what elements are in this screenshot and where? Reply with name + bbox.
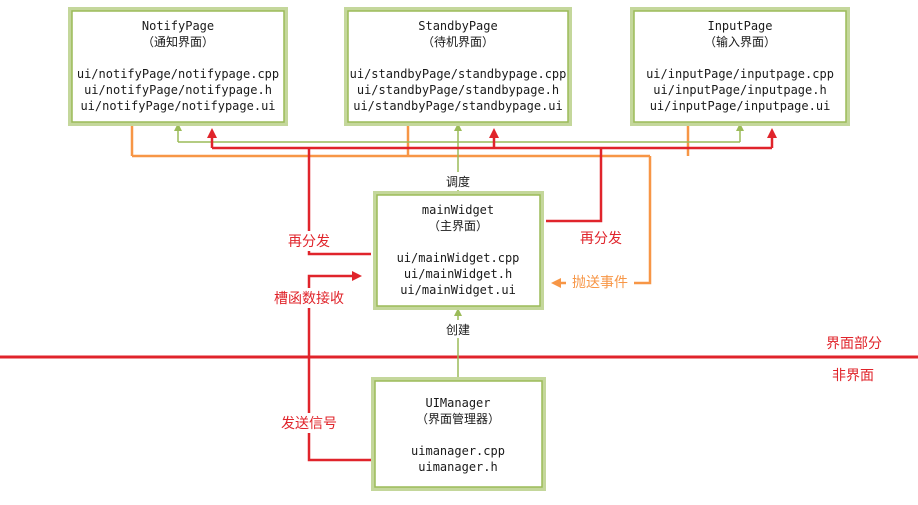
input-page-title: InputPage [707, 19, 772, 33]
ui-manager-subtitle: （界面管理器） [416, 411, 500, 426]
standby-page-subtitle: （待机界面） [422, 35, 494, 49]
notify-page-box[interactable]: NotifyPage （通知界面） ui/notifyPage/notifypa… [68, 7, 288, 126]
notify-page-title: NotifyPage [142, 19, 214, 33]
dispatch-label: 调度 [446, 174, 470, 189]
throw-event-label: 抛送事件 [572, 275, 628, 291]
slot-receive-label-bg [266, 288, 352, 308]
notify-page-subtitle: （通知界面） [142, 35, 214, 49]
red-connectors [207, 128, 777, 462]
notify-page-file-h: ui/notifyPage/notifypage.h [84, 83, 272, 97]
main-widget-file-ui: ui/mainWidget.ui [400, 283, 516, 297]
standby-page-border [347, 10, 569, 123]
ui-manager-file-cpp: uimanager.cpp [411, 444, 505, 458]
create-label: 创建 [446, 323, 470, 337]
redistribute-right-label-bg [572, 228, 632, 248]
orange-line-down [551, 156, 652, 288]
non-ui-label: 非界面 [832, 368, 874, 384]
notify-page-file-ui: ui/notifyPage/notifypage.ui [80, 99, 275, 113]
standby-page-title: StandbyPage [418, 19, 497, 33]
notify-page-border [71, 10, 285, 123]
input-page-subtitle: （输入界面） [704, 34, 776, 49]
ui-manager-file-h: uimanager.h [418, 460, 497, 474]
standby-page-box[interactable]: StandbyPage （待机界面） ui/standbyPage/standb… [344, 7, 572, 126]
redistribute-left-label: 再分发 [288, 234, 330, 250]
redistribute-right-label: 再分发 [580, 231, 622, 247]
red-line-redistribute-left [307, 148, 371, 256]
input-page-border [633, 10, 847, 123]
red-line-redistribute-right [546, 148, 603, 223]
ui-manager-title: UIManager [425, 396, 490, 410]
notify-page-file-cpp: ui/notifyPage/notifypage.cpp [77, 67, 279, 81]
red-line-signal-from-manager [307, 271, 371, 462]
input-page-box[interactable]: InputPage （输入界面） ui/inputPage/inputpage.… [630, 7, 850, 126]
input-page-file-ui: ui/inputPage/inputpage.ui [650, 99, 831, 113]
slot-receive-label: 槽函数接收 [274, 290, 344, 307]
main-widget-file-h: ui/mainWidget.h [404, 267, 512, 281]
ui-part-label: 界面部分 [826, 336, 882, 352]
ui-manager-box[interactable]: UIManager （界面管理器） uimanager.cpp uimanage… [371, 377, 546, 491]
main-widget-file-cpp: ui/mainWidget.cpp [397, 251, 520, 265]
standby-page-file-h: ui/standbyPage/standbypage.h [357, 83, 559, 97]
main-widget-border [376, 194, 541, 307]
standby-page-file-cpp: ui/standbyPage/standbypage.cpp [350, 67, 567, 81]
throw-event-label-bg [566, 273, 634, 293]
create-label-bg [438, 320, 478, 338]
ui-manager-border [374, 380, 543, 488]
input-page-file-h: ui/inputPage/inputpage.h [653, 83, 826, 97]
redistribute-left-label-bg [280, 231, 340, 251]
send-signal-label: 发送信号 [281, 416, 337, 432]
send-signal-label-bg [274, 413, 344, 433]
main-widget-subtitle: （主界面） [428, 219, 488, 233]
input-page-file-cpp: ui/inputPage/inputpage.cpp [646, 67, 834, 81]
dispatch-label-bg [440, 172, 476, 190]
main-widget-box[interactable]: mainWidget （主界面） ui/mainWidget.cpp ui/ma… [373, 191, 544, 310]
main-widget-title: mainWidget [422, 203, 494, 217]
standby-page-file-ui: ui/standbyPage/standbypage.ui [353, 99, 563, 113]
